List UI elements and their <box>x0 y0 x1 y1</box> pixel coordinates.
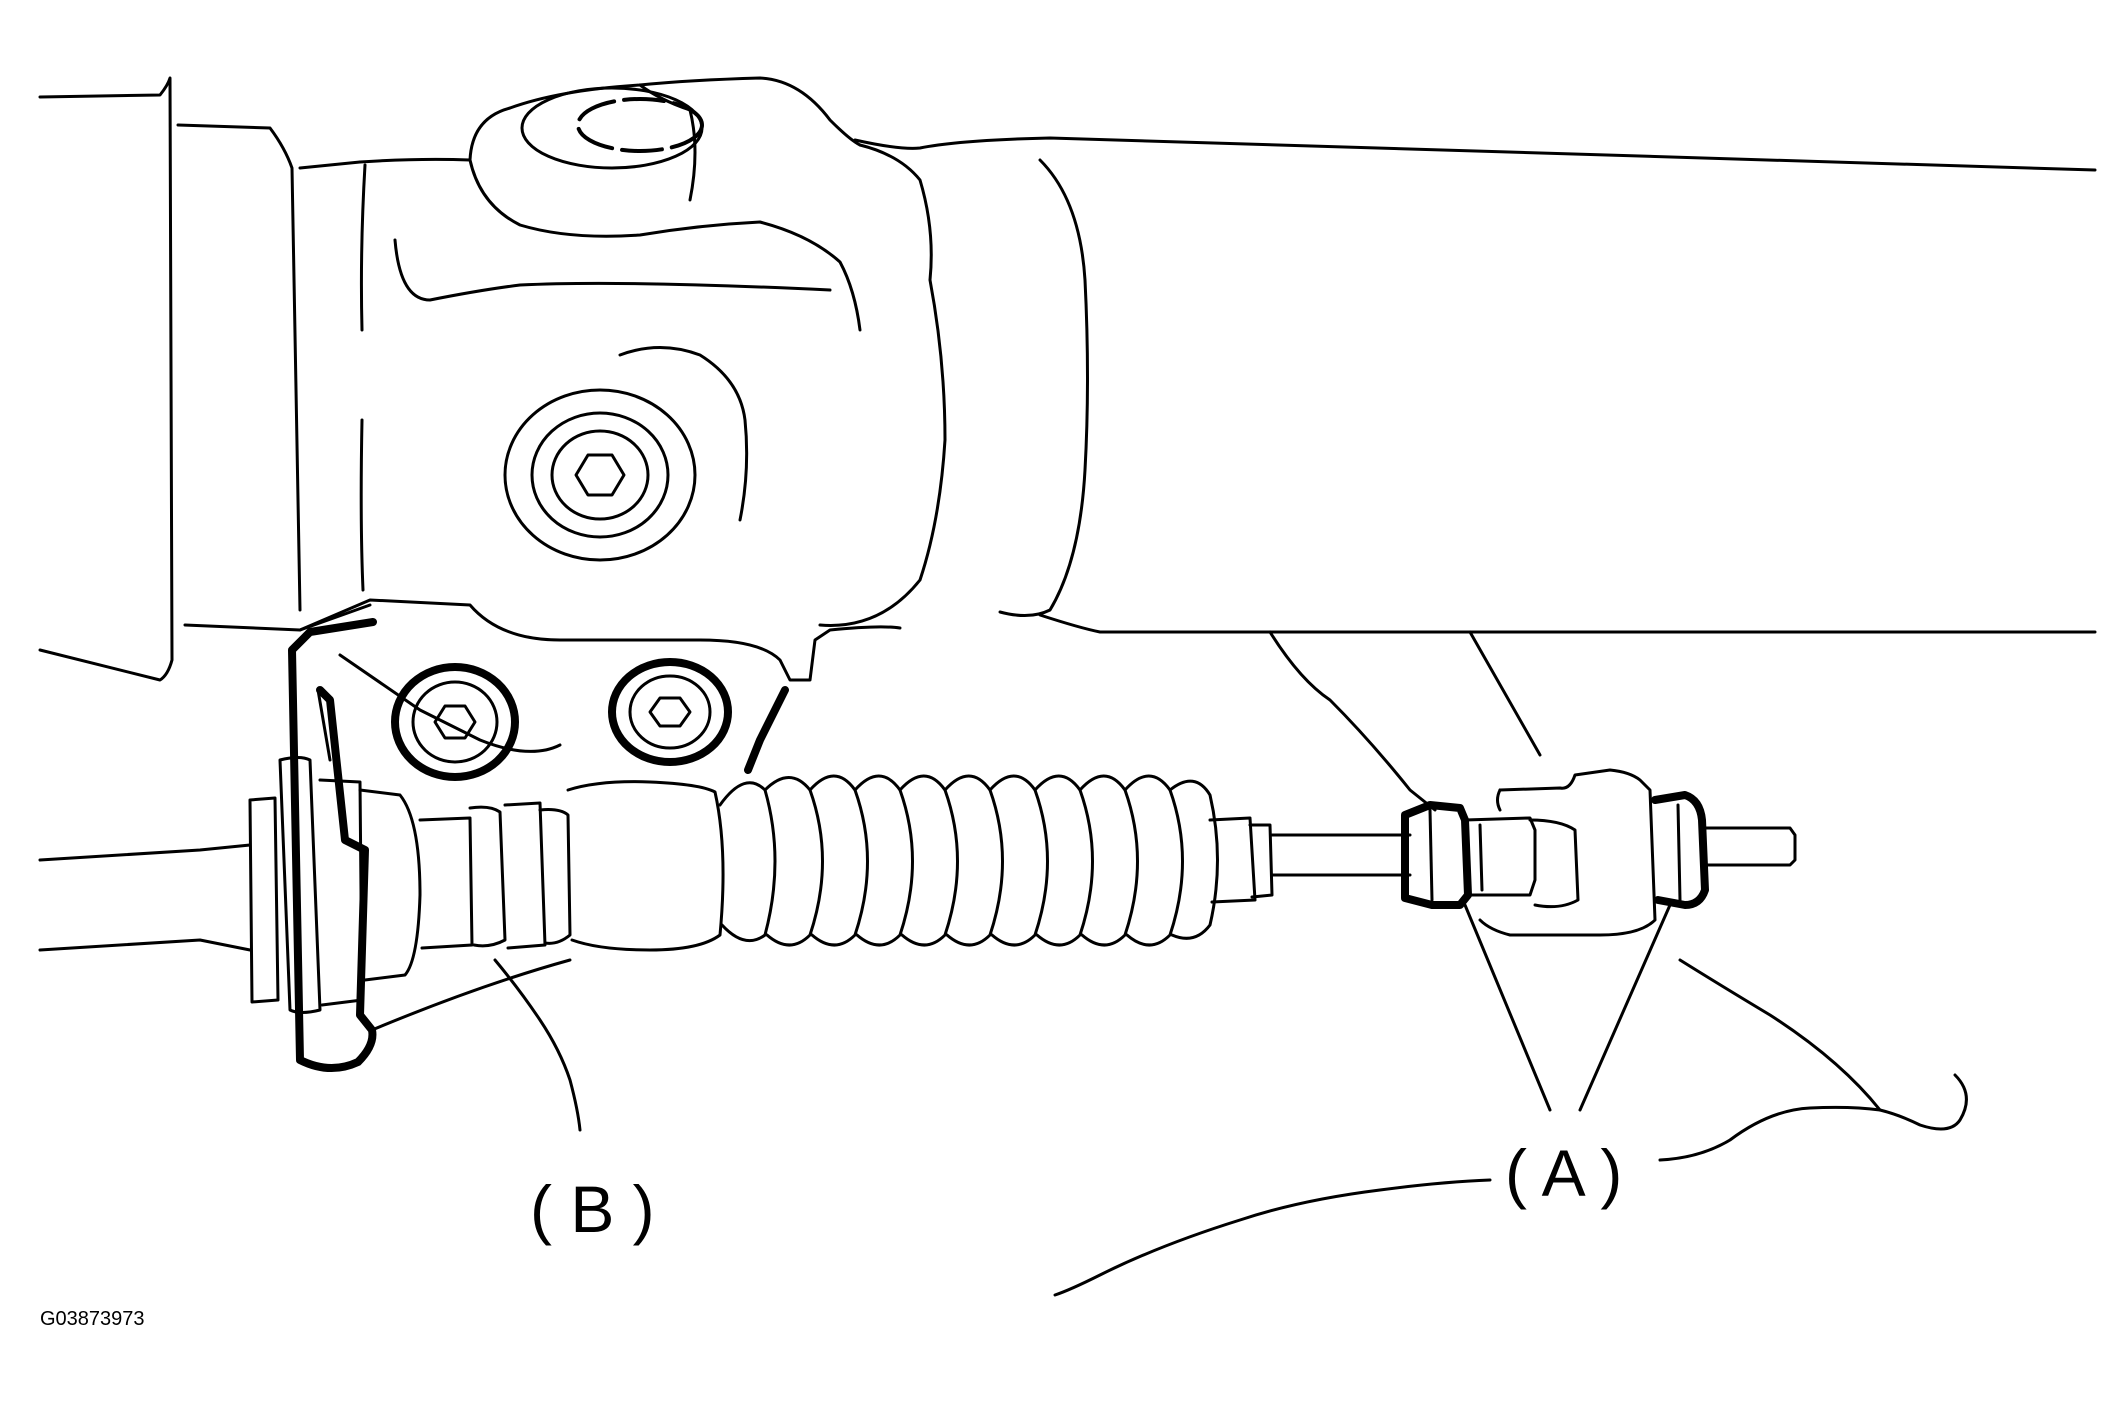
mounting-bracket <box>288 618 789 1072</box>
figure-id-code: G03873973 <box>40 1308 145 1330</box>
tie-rod-end <box>1401 768 1797 937</box>
callout-label-b: ( B ) <box>530 1172 655 1246</box>
bellows-boot <box>718 774 1219 947</box>
leader-lines <box>493 630 1968 1297</box>
callout-label-a: ( A ) <box>1505 1136 1622 1210</box>
tie-rod-assembly <box>38 756 1412 1014</box>
steering-gear-housing <box>38 76 2097 682</box>
